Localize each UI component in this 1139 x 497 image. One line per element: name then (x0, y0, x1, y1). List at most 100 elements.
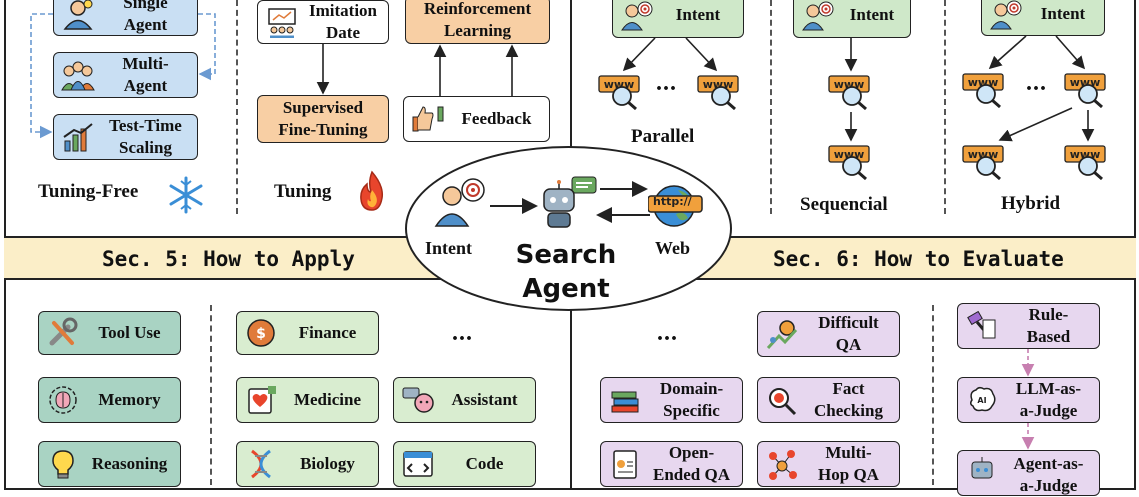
fact-checking-label: Fact Checking (814, 379, 883, 420)
tool-use-box: Tool Use (38, 311, 181, 355)
intent-label: Intent (675, 5, 721, 24)
intent-icon (617, 0, 657, 32)
tuning-free-label: Tuning-Free (38, 181, 139, 202)
reinforcement-learning-label: Reinforcement Learning (423, 0, 532, 40)
supervised-fine-tuning-box: Supervised Fine-Tuning (257, 95, 389, 143)
reasoning-box: Reasoning (38, 441, 181, 487)
web-search-icon: www (598, 72, 642, 111)
divider (236, 0, 238, 214)
center-intent-label: Intent (425, 238, 473, 258)
thumbs-icon (408, 102, 448, 136)
http-label: http:// (653, 195, 692, 208)
brain-icon (43, 383, 83, 417)
parallel-label: Parallel (631, 126, 695, 147)
svg-text:$: $ (256, 326, 266, 342)
code-icon (398, 447, 438, 481)
gavel-icon (962, 309, 1002, 343)
finance-box: $ Finance (236, 311, 379, 355)
divider (210, 305, 212, 485)
ellipsis: ... (452, 320, 473, 346)
section-5-title: Sec. 5: How to Apply (102, 247, 355, 271)
intent-box-sequencial: Intent (793, 0, 911, 38)
multi-hop-qa-label: Multi- Hop QA (818, 443, 879, 484)
difficult-qa-box: Difficult QA (757, 311, 900, 357)
connector-arrows (30, 13, 1095, 450)
biology-box: Biology (236, 441, 379, 487)
web-search-icon: www (828, 72, 872, 111)
gear-climb-icon (762, 317, 802, 351)
intent-label: Intent (1040, 4, 1086, 23)
difficult-qa-label: Difficult QA (818, 313, 879, 354)
reasoning-label: Reasoning (91, 454, 168, 473)
intent-icon (798, 0, 838, 32)
medicine-box: Medicine (236, 377, 379, 423)
divider (770, 0, 772, 214)
network-icon (762, 447, 802, 481)
reinforcement-learning-box: Reinforcement Learning (405, 0, 550, 44)
robot-agent-icon (538, 175, 600, 236)
code-box: Code (393, 441, 536, 487)
open-ended-qa-label: Open- Ended QA (653, 443, 730, 484)
snowflake-icon (166, 175, 206, 220)
section-6-title: Sec. 6: How to Evaluate (773, 247, 1064, 271)
test-time-scaling-box: Test-Time Scaling (53, 114, 198, 160)
rule-based-box: Rule- Based (957, 303, 1100, 349)
web-search-icon: www (697, 72, 741, 111)
sequencial-label: Sequencial (800, 194, 888, 215)
assistant-box: Assistant (393, 377, 536, 423)
lightbulb-icon (43, 447, 83, 481)
medicine-label: Medicine (293, 390, 362, 409)
open-ended-qa-box: Open- Ended QA (600, 441, 743, 487)
user-intent-icon (433, 176, 489, 233)
divider (944, 0, 946, 214)
agent-icon (58, 0, 98, 31)
test-time-scaling-label: Test-Time Scaling (109, 116, 182, 157)
single-agent-label: Single Agent (123, 0, 168, 34)
growth-chart-icon (58, 120, 98, 154)
llm-as-a-judge-box: AI LLM-as- a-Judge (957, 377, 1100, 423)
intent-box-parallel: Intent (612, 0, 744, 38)
search-agent-ellipse (405, 146, 732, 311)
domain-specific-label: Domain- Specific (659, 379, 724, 420)
llm-as-a-judge-label: LLM-as- a-Judge (1015, 379, 1082, 420)
assistant-icon (398, 383, 438, 417)
multi-hop-qa-box: Multi- Hop QA (757, 441, 900, 487)
finance-icon: $ (241, 316, 281, 350)
web-search-icon: www (828, 142, 872, 181)
web-search-icon: www (962, 70, 1006, 109)
fire-icon (354, 170, 390, 217)
web-globe-icon: http:// (647, 178, 704, 235)
rule-based-label: Rule- Based (1026, 305, 1071, 346)
memory-label: Memory (98, 390, 161, 409)
web-search-icon: www (962, 142, 1006, 181)
single-agent-box: Single Agent (53, 0, 198, 36)
ellipsis: ... (656, 70, 677, 96)
tuning-label: Tuning (274, 181, 332, 202)
biology-label: Biology (300, 454, 355, 473)
feedback-box: Feedback (403, 96, 550, 142)
document-icon (605, 447, 645, 481)
ai-brain-icon: AI (962, 383, 1002, 417)
multi-agent-label: Multi- Agent (122, 54, 169, 95)
magnifier-icon (762, 383, 802, 417)
team-icon (58, 58, 98, 92)
code-label: Code (465, 454, 504, 473)
presentation-icon (262, 5, 302, 39)
ellipsis: ... (1026, 70, 1047, 96)
intent-box-hybrid: Intent (981, 0, 1105, 36)
intent-icon (986, 0, 1026, 31)
tool-use-label: Tool Use (98, 323, 161, 342)
multi-agent-box: Multi- Agent (53, 52, 198, 98)
tools-icon (43, 316, 83, 350)
supervised-fine-tuning-label: Supervised Fine-Tuning (278, 98, 368, 139)
dna-icon (241, 447, 281, 481)
search-agent-title: Search Agent (515, 240, 617, 304)
imitation-date-label: Imitation Date (309, 1, 377, 42)
hybrid-label: Hybrid (1001, 193, 1061, 214)
books-icon (605, 383, 645, 417)
fact-checking-box: Fact Checking (757, 377, 900, 423)
medical-icon (241, 383, 281, 417)
intent-label: Intent (849, 5, 895, 24)
robot-icon (962, 453, 1002, 487)
divider (932, 305, 934, 485)
